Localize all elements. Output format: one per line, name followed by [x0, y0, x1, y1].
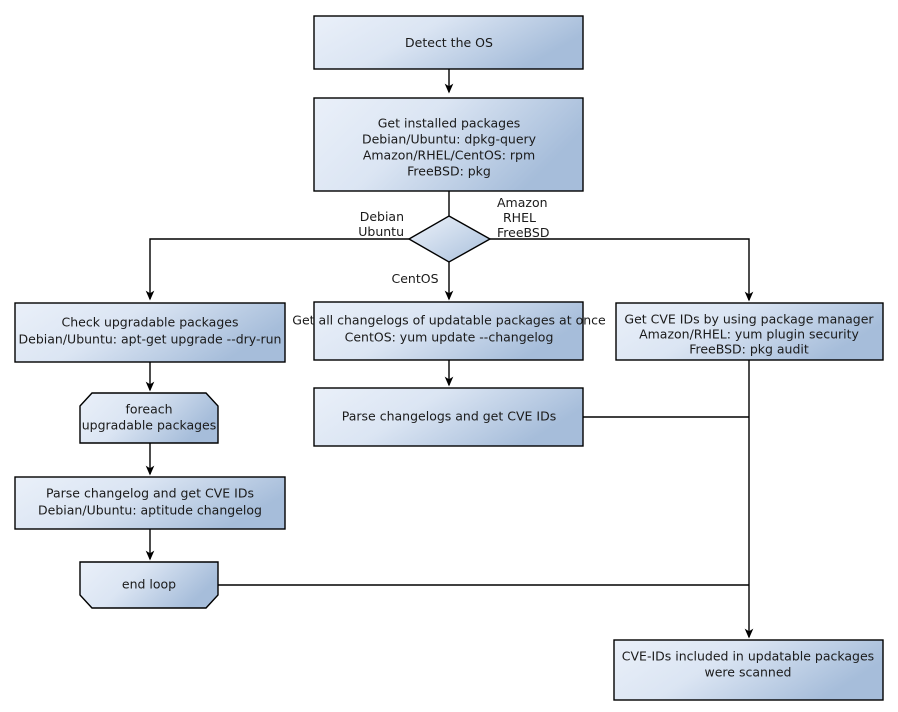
node-get-cve-ids-pkgmgr[interactable]: Get CVE IDs by using package manager Ama… [615, 302, 884, 361]
node-get-cve-ids-pkgmgr-line-2: Amazon/RHEL: yum plugin security [639, 327, 859, 342]
node-end-loop-line-1: end loop [122, 577, 176, 592]
node-foreach-loop-shape [79, 392, 219, 444]
node-scanned-result-line-2: were scanned [705, 665, 792, 680]
node-get-cve-ids-pkgmgr-line-1: Get CVE IDs by using package manager [624, 312, 874, 327]
node-get-installed-packages-line-1: Get installed packages [378, 116, 521, 131]
node-get-installed-packages-shape [313, 97, 584, 192]
node-parse-changelog-single-line-2: Debian/Ubuntu: aptitude changelog [38, 503, 262, 518]
edge-decision-to-check-upgradable [145, 238, 409, 301]
node-detect-os-line-1: Detect the OS [405, 35, 493, 50]
node-detect-os[interactable]: Detect the OS [313, 15, 584, 70]
node-scanned-result[interactable]: CVE-IDs included in updatable packages w… [613, 639, 884, 701]
node-parse-changelog-single-line-1: Parse changelog and get CVE IDs [46, 486, 254, 501]
node-get-installed-packages-line-2: Debian/Ubuntu: dpkg-query [362, 132, 537, 147]
edge-label-freebsd: FreeBSD [497, 225, 549, 240]
node-get-cve-ids-pkgmgr-shape [615, 302, 884, 361]
node-foreach-loop[interactable]: foreach upgradable packages [79, 392, 219, 444]
node-scanned-result-line-1: CVE-IDs included in updatable packages [622, 649, 874, 664]
node-check-upgradable[interactable]: Check upgradable packages Debian/Ubuntu:… [14, 302, 286, 363]
edge-label-debian: Debian [360, 209, 404, 224]
node-get-installed-packages-line-4: FreeBSD: pkg [407, 164, 491, 179]
edge-decision-to-pkgmgr-cve [490, 238, 754, 302]
node-parse-changelog-single-shape [14, 476, 286, 530]
node-get-all-changelogs-shape [313, 301, 584, 361]
node-detect-os-shape [313, 15, 584, 70]
node-end-loop[interactable]: end loop [79, 561, 219, 609]
edge-label-ubuntu: Ubuntu [358, 224, 404, 239]
node-check-upgradable-line-2: Debian/Ubuntu: apt-get upgrade --dry-run [19, 332, 282, 347]
node-parse-changelogs-all-shape [313, 387, 584, 447]
node-os-decision-shape [407, 215, 492, 263]
node-foreach-loop-line-1: foreach [125, 402, 172, 417]
node-get-all-changelogs-line-2: CentOS: yum update --changelog [345, 330, 554, 345]
edges-layer [145, 69, 754, 639]
edge-labels-layer: Debian Ubuntu Amazon RHEL FreeBSD CentOS [358, 195, 549, 286]
node-check-upgradable-line-1: Check upgradable packages [62, 315, 239, 330]
node-get-installed-packages[interactable]: Get installed packages Debian/Ubuntu: dp… [313, 97, 584, 192]
node-parse-changelogs-all[interactable]: Parse changelogs and get CVE IDs [313, 387, 584, 447]
node-get-cve-ids-pkgmgr-line-3: FreeBSD: pkg audit [689, 342, 809, 357]
edge-label-amazon: Amazon [497, 195, 548, 210]
node-foreach-loop-line-2: upgradable packages [82, 418, 217, 433]
node-check-upgradable-shape [14, 302, 286, 363]
node-parse-changelogs-all-line-1: Parse changelogs and get CVE IDs [342, 409, 556, 424]
node-os-decision[interactable] [407, 215, 492, 263]
edge-label-rhel: RHEL [503, 210, 536, 225]
node-scanned-result-shape [613, 639, 884, 701]
node-get-all-changelogs-line-1: Get all changelogs of updatable packages… [292, 313, 606, 328]
node-get-installed-packages-line-3: Amazon/RHEL/CentOS: rpm [363, 148, 535, 163]
node-parse-changelog-single[interactable]: Parse changelog and get CVE IDs Debian/U… [14, 476, 286, 530]
node-get-all-changelogs[interactable]: Get all changelogs of updatable packages… [292, 301, 606, 361]
edge-label-centos: CentOS [391, 271, 438, 286]
node-end-loop-shape [79, 561, 219, 609]
